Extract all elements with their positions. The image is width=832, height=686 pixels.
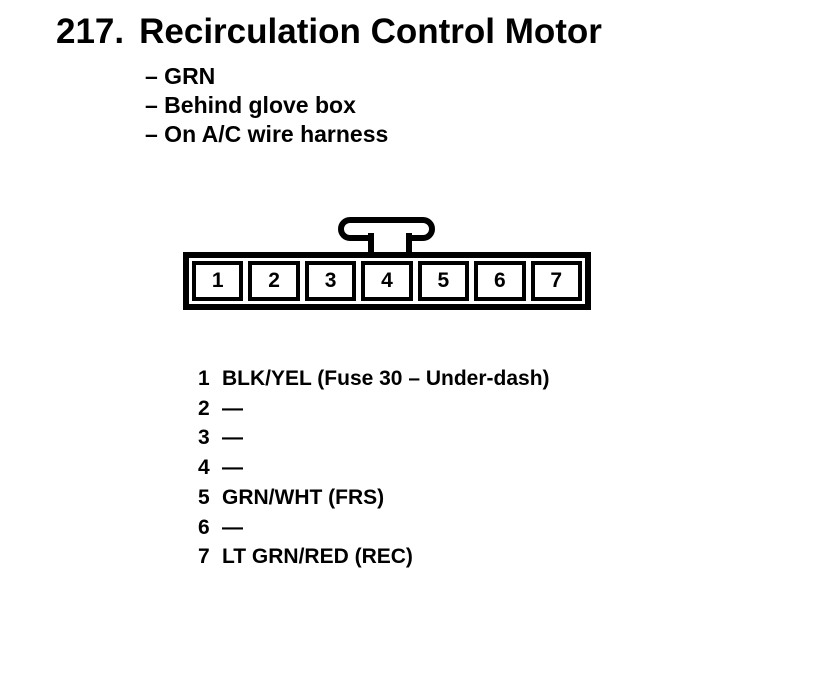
connector-pin-cell: 3 xyxy=(304,261,357,301)
note-item: – GRN xyxy=(145,63,216,89)
note-item: – On A/C wire harness xyxy=(145,121,389,147)
pin-wire-label: LT GRN/RED (REC) xyxy=(222,545,413,569)
pin-wire-label: — xyxy=(222,426,243,450)
pin-row: 2 — xyxy=(198,394,550,424)
connector-pin-cell: 4 xyxy=(361,261,413,301)
connector-body: 1 2 3 4 5 6 7 xyxy=(183,252,591,310)
figure-heading: 217. Recirculation Control Motor xyxy=(56,14,602,49)
pin-wire-label: BLK/YEL (Fuse 30 – Under-dash) xyxy=(222,367,550,390)
connector-pin-cell: 7 xyxy=(530,261,582,301)
connector-pin-cell: 6 xyxy=(474,261,526,301)
note-item: – Behind glove box xyxy=(145,92,356,118)
pin-number: 7 xyxy=(198,545,210,569)
pin-row: 3 — xyxy=(198,423,550,453)
pin-list: 1 BLK/YEL (Fuse 30 – Under-dash) 2 — 3 —… xyxy=(198,364,550,572)
pin-cell-number: 5 xyxy=(437,269,450,292)
pin-number: 5 xyxy=(198,485,210,509)
pin-wire-label: GRN/WHT (FRS) xyxy=(222,485,385,509)
pin-wire-label: — xyxy=(222,456,243,480)
pin-number: 4 xyxy=(198,456,210,480)
figure-title: Recirculation Control Motor xyxy=(139,12,602,51)
pin-wire-label: — xyxy=(222,515,243,539)
pin-row: 6 — xyxy=(198,513,550,543)
pin-number: 6 xyxy=(198,515,210,539)
connector-pin-cell: 2 xyxy=(248,261,300,301)
pin-number: 1 xyxy=(198,367,210,390)
pin-cell-number: 3 xyxy=(324,269,337,292)
pin-cell-number: 2 xyxy=(268,269,280,292)
pin-cell-number: 4 xyxy=(381,269,393,292)
pin-number: 2 xyxy=(198,396,210,420)
pin-row: 1 BLK/YEL (Fuse 30 – Under-dash) xyxy=(198,364,550,394)
figure-number: 217. xyxy=(56,12,125,51)
pin-wire-label: — xyxy=(222,396,243,420)
pin-row: 7 LT GRN/RED (REC) xyxy=(198,542,550,572)
connector-pin-cell: 5 xyxy=(417,261,470,301)
pin-cell-number: 6 xyxy=(493,269,506,292)
pin-cell-number: 1 xyxy=(211,269,224,292)
pin-number: 3 xyxy=(198,426,210,450)
connector-lock-tab-stem xyxy=(368,233,412,252)
pin-row: 4 — xyxy=(198,453,550,483)
pin-row: 5 GRN/WHT (FRS) xyxy=(198,483,550,513)
location-notes: – GRN – Behind glove box – On A/C wire h… xyxy=(145,62,388,149)
pin-cell-number: 7 xyxy=(550,269,563,292)
connector-pin-cell: 1 xyxy=(192,261,244,301)
